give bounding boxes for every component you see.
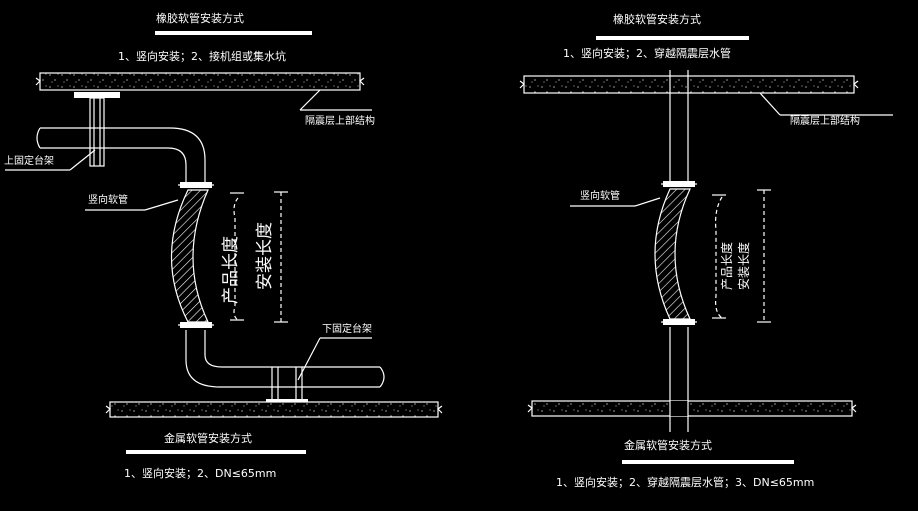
left-top-caption: 1、竖向安装；2、接机组或集水坑 [118, 49, 286, 63]
left-lower-pipe [185, 330, 385, 388]
left-diagram: 橡胶软管安装方式 1、竖向安装；2、接机组或集水坑 隔震层上部结构 上固定台架 [4, 11, 443, 480]
right-vertical-hose [654, 188, 691, 320]
right-top-title: 橡胶软管安装方式 [613, 12, 701, 26]
right-diagram: 橡胶软管安装方式 1、竖向安装；2、穿越隔震层水管 隔震层上部结构 竖向软管 [519, 12, 893, 489]
left-bottom-title: 金属软管安装方式 [164, 431, 252, 445]
left-dim-install: 安装长度 [255, 222, 275, 290]
left-install-length-dim [274, 191, 288, 323]
right-upper-slab [519, 75, 859, 94]
right-struct-label: 隔震层上部结构 [790, 114, 860, 127]
right-bottom-caption: 1、竖向安装；2、穿越隔震层水管；3、DN≤65mm [556, 475, 814, 489]
left-fix-bottom-label: 下固定台架 [322, 322, 372, 335]
left-top-flange [178, 182, 214, 188]
left-hose-label: 竖向软管 [88, 193, 128, 206]
left-vertical-hose [170, 189, 209, 323]
right-bottom-flange [661, 319, 697, 325]
right-hose-label: 竖向软管 [580, 189, 620, 202]
right-top-caption: 1、竖向安装；2、穿越隔震层水管 [563, 46, 731, 60]
left-upper-slab [35, 72, 365, 91]
left-upper-pipe [36, 127, 206, 182]
left-upper-fixed-support [74, 92, 120, 167]
right-install-length-dim [757, 189, 771, 323]
left-bottom-caption: 1、竖向安装；2、DN≤65mm [124, 466, 276, 480]
left-fix-top-label: 上固定台架 [4, 154, 54, 167]
right-top-flange [661, 181, 697, 187]
right-bottom-title: 金属软管安装方式 [624, 438, 712, 452]
right-product-length-dim [712, 194, 726, 319]
left-bottom-flange [178, 322, 214, 328]
right-lower-slab [527, 400, 857, 417]
left-top-title: 橡胶软管安装方式 [156, 11, 244, 25]
right-dim-product: 产品长度 [719, 242, 734, 290]
left-struct-label: 隔震层上部结构 [305, 114, 375, 127]
left-product-length-dim [230, 192, 244, 321]
right-dim-install: 安装长度 [736, 242, 751, 290]
left-dim-product: 产品长度 [221, 236, 241, 304]
left-lower-slab [105, 401, 443, 418]
right-upper-pipe [669, 70, 689, 181]
